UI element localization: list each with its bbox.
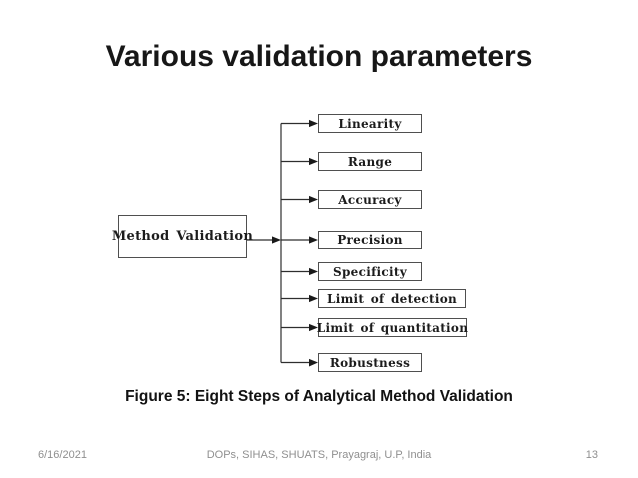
diagram-box-method-validation: Method Validation <box>112 215 253 258</box>
diagram-box-range: Range <box>318 152 422 171</box>
slide-title: Various validation parameters <box>105 40 533 73</box>
footer-page-number: 13 <box>585 449 598 461</box>
diagram-box-precision: Precision <box>318 231 422 249</box>
arrowheads <box>272 119 318 367</box>
diagram-box-accuracy: Accuracy <box>318 190 422 209</box>
diagram-box-specificity: Specificity <box>318 262 422 281</box>
diagram-box-linearity: Linearity <box>318 114 422 133</box>
diagram-box-limit-of-quantitation: Limit of quantitation <box>317 318 468 337</box>
footer-institution: DOPs, SIHAS, SHUATS, Prayagraj, U.P, Ind… <box>206 449 432 461</box>
diagram-box-limit-of-detection: Limit of detection <box>318 289 466 308</box>
diagram-box-robustness: Robustness <box>318 353 422 372</box>
footer-date: 6/16/2021 <box>38 449 87 461</box>
figure-caption: Figure 5: Eight Steps of Analytical Meth… <box>125 388 513 405</box>
